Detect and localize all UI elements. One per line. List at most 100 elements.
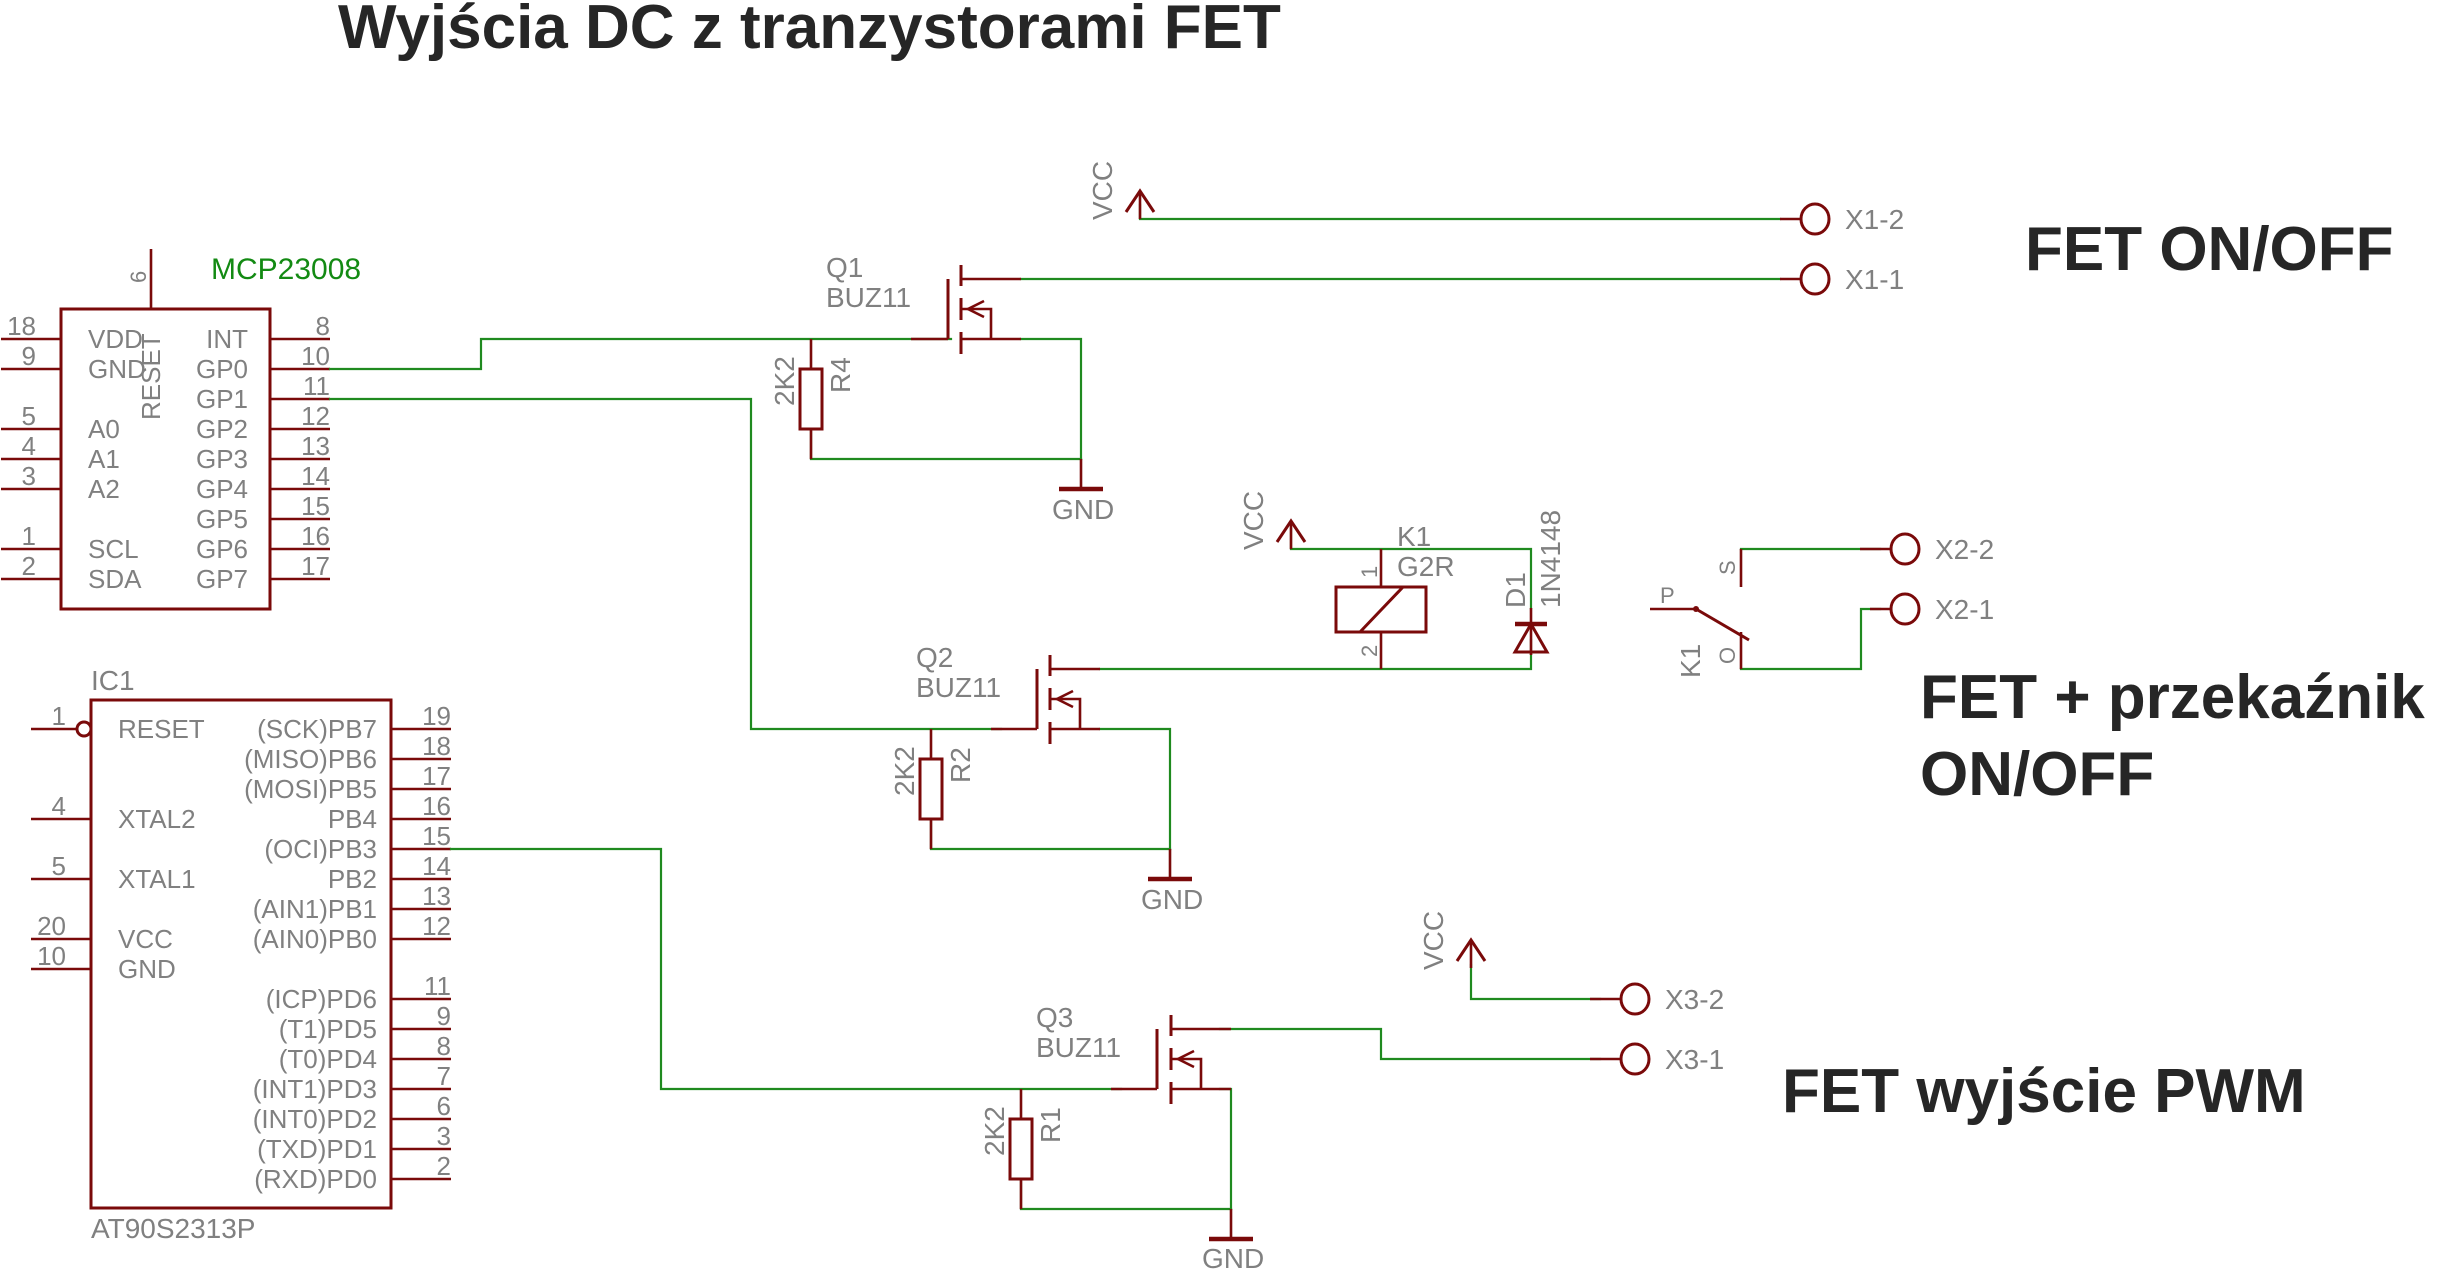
wire-r1-to-gnd	[1019, 1177, 1233, 1211]
wire-pb3-to-q3-gate	[449, 847, 1123, 1091]
mcp23008-pin-12: 12 GP2	[196, 401, 330, 444]
gnd-symbol-q3: GND	[1202, 1209, 1264, 1270]
ic1-pin-number: 9	[437, 1001, 451, 1031]
vcc-symbol-2: VCC	[1238, 491, 1307, 550]
r4-ref: R4	[825, 357, 856, 393]
q1-ref: Q1	[826, 252, 863, 283]
mcp23008-pin-name: GP5	[196, 504, 248, 534]
ic1-pin-name: PB4	[328, 804, 377, 834]
mcp23008-pin-name: GP2	[196, 414, 248, 444]
connector-x3-1[interactable]: X3-1	[1590, 1042, 1724, 1076]
gnd-symbol-q2: GND	[1141, 849, 1203, 915]
ic1-pin-name: (AIN1)PB1	[253, 894, 377, 924]
connector-x2-2-label: X2-2	[1935, 534, 1994, 565]
ic1-pin-number: 14	[422, 851, 451, 881]
transistor-q3: Q3 BUZ11	[1036, 1002, 1231, 1104]
mcp23008-pin-name: GP4	[196, 474, 248, 504]
mcp23008-pin-number: 11	[303, 371, 330, 401]
connector-x1-1-label: X1-1	[1845, 264, 1904, 295]
mcp23008-pin-name: SCL	[88, 534, 139, 564]
vcc-arrow-icon	[1275, 518, 1307, 543]
vcc-label-3: VCC	[1418, 911, 1449, 970]
connector-x1-2[interactable]: X1-2	[1780, 202, 1904, 236]
mcp23008-pin-number: 12	[301, 401, 330, 431]
q1-arrow-icon	[965, 299, 985, 319]
gnd-symbol-q1: GND	[1052, 459, 1114, 525]
connector-x2-1[interactable]: X2-1	[1870, 592, 1994, 626]
r4-value: 2K2	[769, 356, 800, 406]
mcp23008-pin-11: 11 GP1	[196, 371, 330, 414]
ic1-pin-number: 20	[37, 911, 66, 941]
ic1-pin-19: 19(SCK)PB7	[257, 701, 451, 744]
ic1-pin-name: (SCK)PB7	[257, 714, 377, 744]
mcp23008-pin-name: A2	[88, 474, 120, 504]
ic1-pin-name: GND	[118, 954, 176, 984]
q3-arrow-icon	[1175, 1049, 1195, 1069]
r1-body	[1008, 1117, 1034, 1181]
ic1-pin-number: 6	[437, 1091, 451, 1121]
connector-x3-2[interactable]: X3-2	[1590, 982, 1724, 1016]
ic1-pin-12: 12(AIN0)PB0	[253, 911, 451, 954]
ic1-pin-name: RESET	[118, 714, 205, 744]
mcp23008-pin-name: GP1	[196, 384, 248, 414]
wire-q3-source-to-gnd	[1218, 1087, 1233, 1211]
ic1-pin-7: 7(INT1)PD3	[253, 1061, 451, 1104]
contact-p-label: P	[1660, 583, 1675, 608]
wire-r4-to-gnd	[809, 427, 1083, 461]
ic1-pin-18: 18(MISO)PB6	[244, 731, 451, 774]
ic1-pin-number: 15	[422, 821, 451, 851]
connector-x3-2-label: X3-2	[1665, 984, 1724, 1015]
ic1-pin-number: 1	[52, 701, 66, 731]
ic1-pin-name: (INT0)PD2	[253, 1104, 377, 1134]
vcc-symbol-1: VCC	[1087, 161, 1156, 220]
ic1-pin-number: 5	[52, 851, 66, 881]
mcp23008-pin-name: INT	[206, 324, 248, 354]
mcp23008-pin-number: 8	[316, 311, 330, 341]
ic1-pin-name: (RXD)PD0	[254, 1164, 377, 1194]
ic1-pin-number: 4	[52, 791, 66, 821]
mcp23008-pin-number: 4	[22, 431, 36, 461]
r2-body	[918, 757, 944, 821]
connector-x2-1-label: X2-1	[1935, 594, 1994, 625]
r1-ref: R1	[1035, 1107, 1066, 1143]
ic1-pin-name: (TXD)PD1	[257, 1134, 377, 1164]
connector-x2-2[interactable]: X2-2	[1860, 532, 1994, 566]
mcp23008-pin-reset-name: RESET	[136, 333, 166, 420]
section-label-fet-relay-line1: FET + przekaźnik	[1920, 663, 2425, 732]
wire-gp1-to-q2-gate	[328, 397, 1003, 731]
relay-k1-contact: P S O K1	[1650, 549, 1750, 678]
ic1-pin-8: 8 (T0)PD4	[279, 1031, 451, 1074]
r4-body	[798, 367, 824, 431]
terminal-icon	[1619, 1042, 1651, 1076]
ic1-pin-name: (T0)PD4	[279, 1044, 377, 1074]
mcp23008-pin-name: GP7	[196, 564, 248, 594]
gnd-label-q3: GND	[1202, 1243, 1264, 1270]
mcp23008-pin-name: GP6	[196, 534, 248, 564]
connector-x1-1[interactable]: X1-1	[1780, 262, 1904, 296]
ic1-pin-number: 13	[422, 881, 451, 911]
ic1-pin-number: 8	[437, 1031, 451, 1061]
ic1-pin-2: 2(RXD)PD0	[254, 1151, 451, 1194]
wire-q1-source-to-gnd	[1019, 337, 1083, 461]
ic1-pin-number: 18	[422, 731, 451, 761]
q1-value: BUZ11	[826, 282, 911, 313]
wire-vcc-to-x3-2	[1469, 963, 1602, 1001]
wire-q2-source-to-gnd	[1098, 727, 1172, 851]
ic1-pin-number: 16	[422, 791, 451, 821]
contact-o-label: O	[1715, 647, 1740, 664]
ic1-pin-name: (ICP)PD6	[266, 984, 377, 1014]
vcc-label-1: VCC	[1087, 161, 1118, 220]
transistor-q2: Q2 BUZ11	[916, 642, 1100, 744]
